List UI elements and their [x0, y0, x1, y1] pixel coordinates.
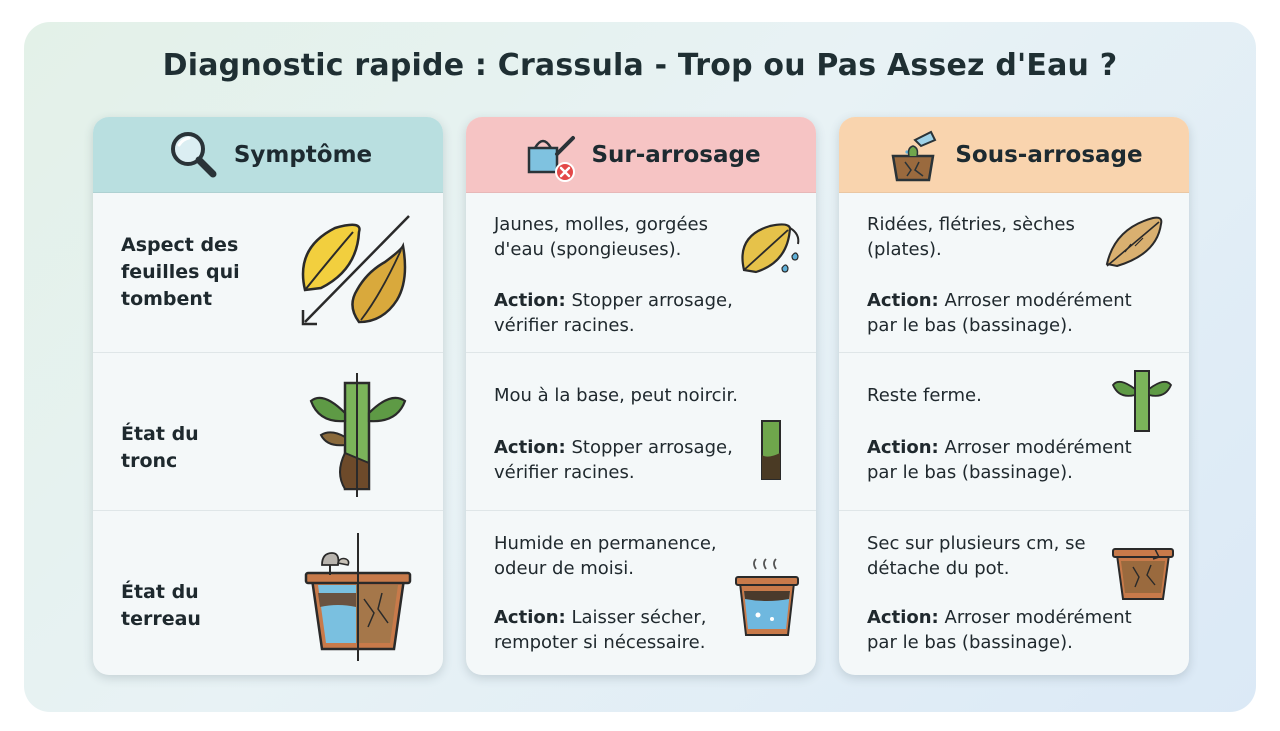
underwatering-soil-description: Sec sur plusieurs cm, se détache du pot.: [867, 533, 1086, 579]
trunk-icon: [309, 373, 407, 497]
action-label: Action:: [867, 437, 939, 458]
firm-trunk-icon: [1111, 370, 1173, 432]
overwatering-row-trunk: Mou à la base, peut noircir. Action: Sto…: [466, 352, 816, 511]
overwatering-trunk-description: Mou à la base, peut noircir.: [494, 385, 739, 406]
symptom-header: Symptôme: [93, 117, 443, 193]
overwatering-leaves-action: Action: Stopper arrosage, vérifier racin…: [494, 288, 784, 338]
underwatering-trunk-action-text: Arroser modérément par le bas (bassinage…: [867, 437, 1132, 483]
overwatering-leaves-desc-text: Jaunes, molles, gorgées d'eau (spongieus…: [494, 214, 708, 260]
soggy-leaf-icon: [741, 223, 800, 274]
rotting-trunk-icon: [761, 420, 781, 480]
yellow-and-dry-leaf-icon: [301, 215, 410, 326]
action-label: Action:: [494, 607, 566, 628]
overwatering-trunk-action: Action: Stopper arrosage, vérifier racin…: [494, 435, 764, 485]
page-title: Diagnostic rapide : Crassula - Trop ou P…: [162, 48, 1118, 83]
symptom-trunk-label: État du tronc: [121, 423, 199, 472]
watering-can-error-icon: [528, 135, 576, 182]
underwatering-leaves-action-text: Arroser modérément par le bas (bassinage…: [867, 290, 1132, 336]
underwatering-header: Sous-arrosage: [839, 117, 1189, 193]
underwatering-leaves-description: Ridées, flétries, sèches (plates).: [867, 214, 1075, 260]
symptom-row-leaves: Aspect des feuilles qui tombent: [93, 192, 443, 352]
overwatering-soil-description: Humide en permanence, odeur de moisi.: [494, 533, 717, 579]
action-label: Action:: [867, 290, 939, 311]
underwatering-leaves-action: Action: Arroser modérément par le bas (b…: [867, 288, 1167, 338]
action-label: Action:: [867, 607, 939, 628]
magnifier-icon: [170, 131, 217, 177]
overwatering-leaves-action-text: Stopper arrosage, vérifier racines.: [494, 290, 733, 336]
action-label: Action:: [494, 290, 566, 311]
dry-cracked-pot-icon: [1112, 548, 1174, 600]
action-label: Action:: [494, 437, 566, 458]
underwatering-trunk-action: Action: Arroser modérément par le bas (b…: [867, 435, 1167, 485]
overwatering-header-label: Sur-arrosage: [591, 141, 761, 168]
wilted-leaf-icon: [1105, 216, 1163, 268]
symptom-leaves-label: Aspect des feuilles qui tombent: [121, 234, 240, 310]
symptom-column: Symptôme Aspect des feuilles qui tombent…: [93, 117, 443, 675]
watering-pot-icon: [891, 130, 937, 181]
soil-pot-icon: [304, 533, 412, 661]
symptom-header-label: Symptôme: [233, 141, 373, 168]
underwatering-header-label: Sous-arrosage: [955, 141, 1143, 168]
overwatering-column: Sur-arrosage Jaunes, molles, gorgées d'e…: [466, 117, 816, 675]
overwatering-row-soil: Humide en permanence, odeur de moisi. Ac…: [466, 510, 816, 675]
underwatering-column: Sous-arrosage Ridées, flétries, sèches (…: [839, 117, 1189, 675]
overwatering-trunk-action-text: Stopper arrosage, vérifier racines.: [494, 437, 733, 483]
underwatering-row-leaves: Ridées, flétries, sèches (plates). Actio…: [839, 192, 1189, 352]
underwatering-trunk-description: Reste ferme.: [867, 385, 982, 406]
wet-pot-icon: [735, 558, 799, 636]
underwatering-soil-action-text: Arroser modérément par le bas (bassinage…: [867, 607, 1132, 653]
overwatering-header: Sur-arrosage: [466, 117, 816, 193]
underwatering-row-soil: Sec sur plusieurs cm, se détache du pot.…: [839, 510, 1189, 675]
overwatering-soil-action: Action: Laisser sécher, rempoter si néce…: [494, 605, 784, 655]
symptom-row-trunk: État du tronc: [93, 352, 443, 511]
symptom-row-soil: État du terreau: [93, 510, 443, 675]
symptom-soil-label: État du terreau: [121, 581, 201, 630]
overwatering-row-leaves: Jaunes, molles, gorgées d'eau (spongieus…: [466, 192, 816, 352]
overwatering-soil-action-text: Laisser sécher, rempoter si nécessaire.: [494, 607, 707, 653]
overwatering-leaves-description: Jaunes, molles, gorgées d'eau (spongieus…: [494, 212, 744, 262]
underwatering-soil-action: Action: Arroser modérément par le bas (b…: [867, 605, 1167, 655]
underwatering-row-trunk: Reste ferme. Action: Arroser modérément …: [839, 352, 1189, 511]
